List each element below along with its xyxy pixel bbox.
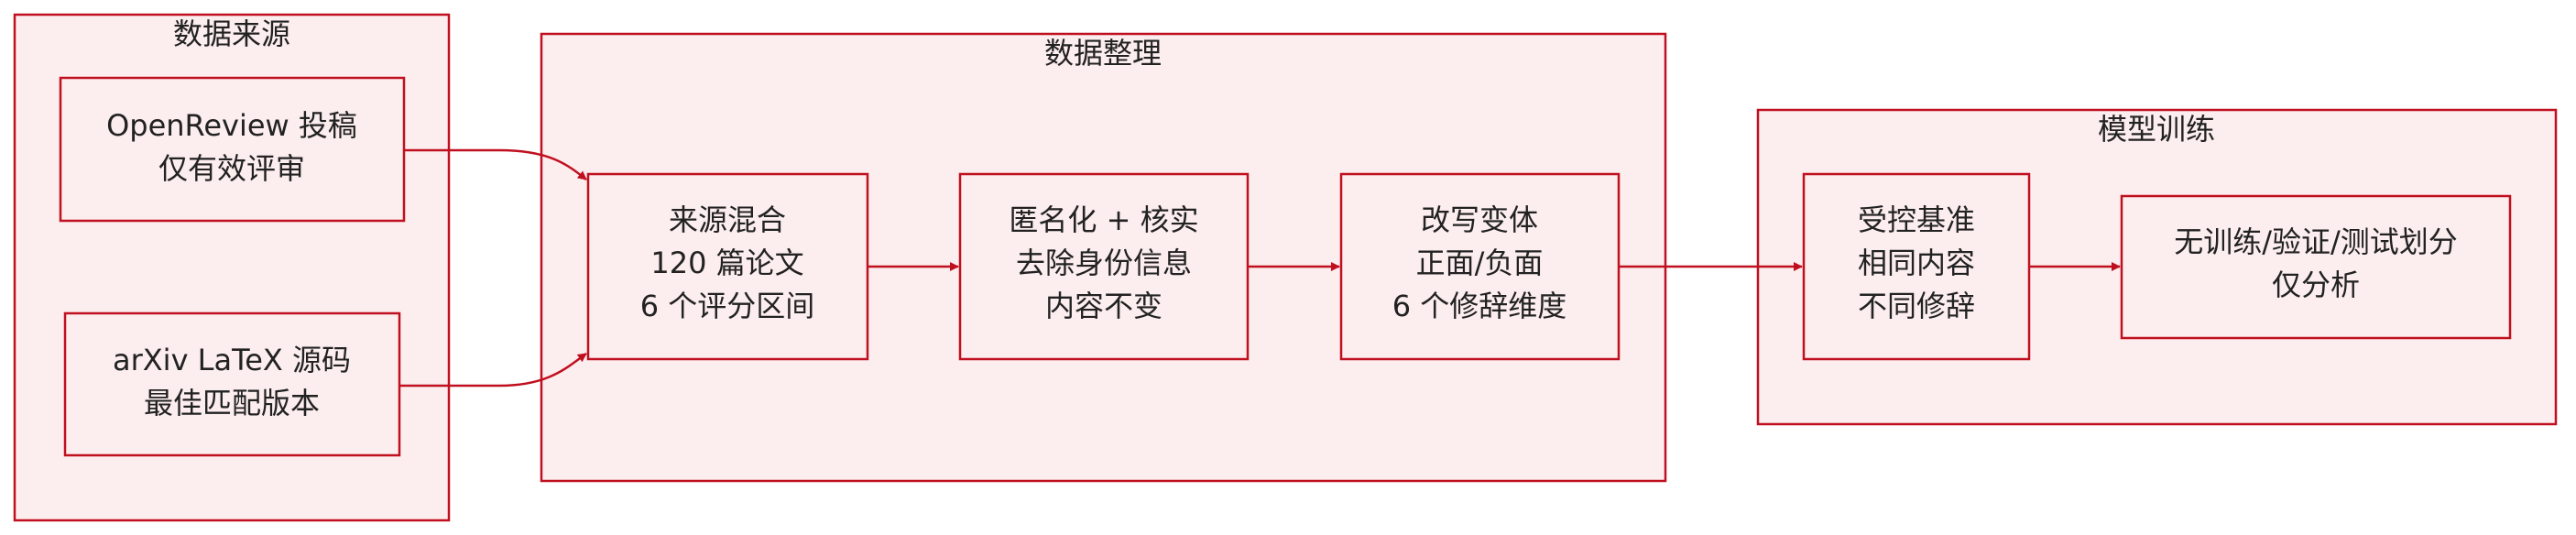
cluster-data-sources-title: 数据来源	[173, 16, 290, 51]
node-rewrite-line2: 正面/负面	[1416, 246, 1544, 280]
node-source-mix: 来源混合 120 篇论文 6 个评分区间	[586, 172, 869, 361]
node-no-split-line2: 仅分析	[2272, 268, 2360, 302]
node-controlled-line3: 不同修辞	[1858, 289, 1975, 323]
cluster-data-processing-title: 数据整理	[1044, 36, 1162, 71]
node-rewrite-line3: 6 个修辞维度	[1392, 289, 1567, 323]
node-source-mix-line3: 6 个评分区间	[640, 289, 815, 323]
node-anonymize-line1: 匿名化 + 核实	[1009, 202, 1198, 237]
node-rewrite-line1: 改写变体	[1421, 202, 1538, 237]
node-anonymize-line2: 去除身份信息	[1016, 246, 1192, 280]
node-controlled: 受控基准 相同内容 不同修辞	[1802, 172, 2031, 361]
node-controlled-line1: 受控基准	[1858, 202, 1975, 237]
edge-openreview-to-source-mix	[404, 148, 587, 180]
node-anonymize-box	[958, 172, 1250, 361]
node-arxiv: arXiv LaTeX 源码 最佳匹配版本	[63, 311, 401, 457]
node-no-split-line1: 无训练/验证/测试划分	[2174, 224, 2458, 259]
node-rewrite-box	[1339, 172, 1621, 361]
node-controlled-box	[1802, 172, 2031, 361]
node-openreview: OpenReview 投稿 仅有效评审	[59, 76, 406, 223]
node-source-mix-line1: 来源混合	[669, 202, 786, 237]
node-openreview-line2: 仅有效评审	[158, 151, 305, 186]
edge-arxiv-to-source-mix	[399, 352, 587, 388]
node-arxiv-line2: 最佳匹配版本	[144, 386, 320, 420]
node-anonymize-line3: 内容不变	[1045, 289, 1162, 323]
node-anonymize: 匿名化 + 核实 去除身份信息 内容不变	[958, 172, 1250, 361]
node-controlled-line2: 相同内容	[1858, 246, 1975, 280]
cluster-model-training-title: 模型训练	[2098, 112, 2215, 147]
node-source-mix-line2: 120 篇论文	[650, 246, 803, 280]
node-no-split: 无训练/验证/测试划分 仅分析	[2120, 194, 2512, 340]
node-no-split-box	[2120, 194, 2512, 340]
node-arxiv-line1: arXiv LaTeX 源码	[113, 343, 351, 377]
node-openreview-box	[59, 76, 406, 223]
node-rewrite: 改写变体 正面/负面 6 个修辞维度	[1339, 172, 1621, 361]
node-arxiv-box	[63, 311, 401, 457]
node-source-mix-box	[586, 172, 869, 361]
node-openreview-line1: OpenReview 投稿	[106, 108, 357, 143]
